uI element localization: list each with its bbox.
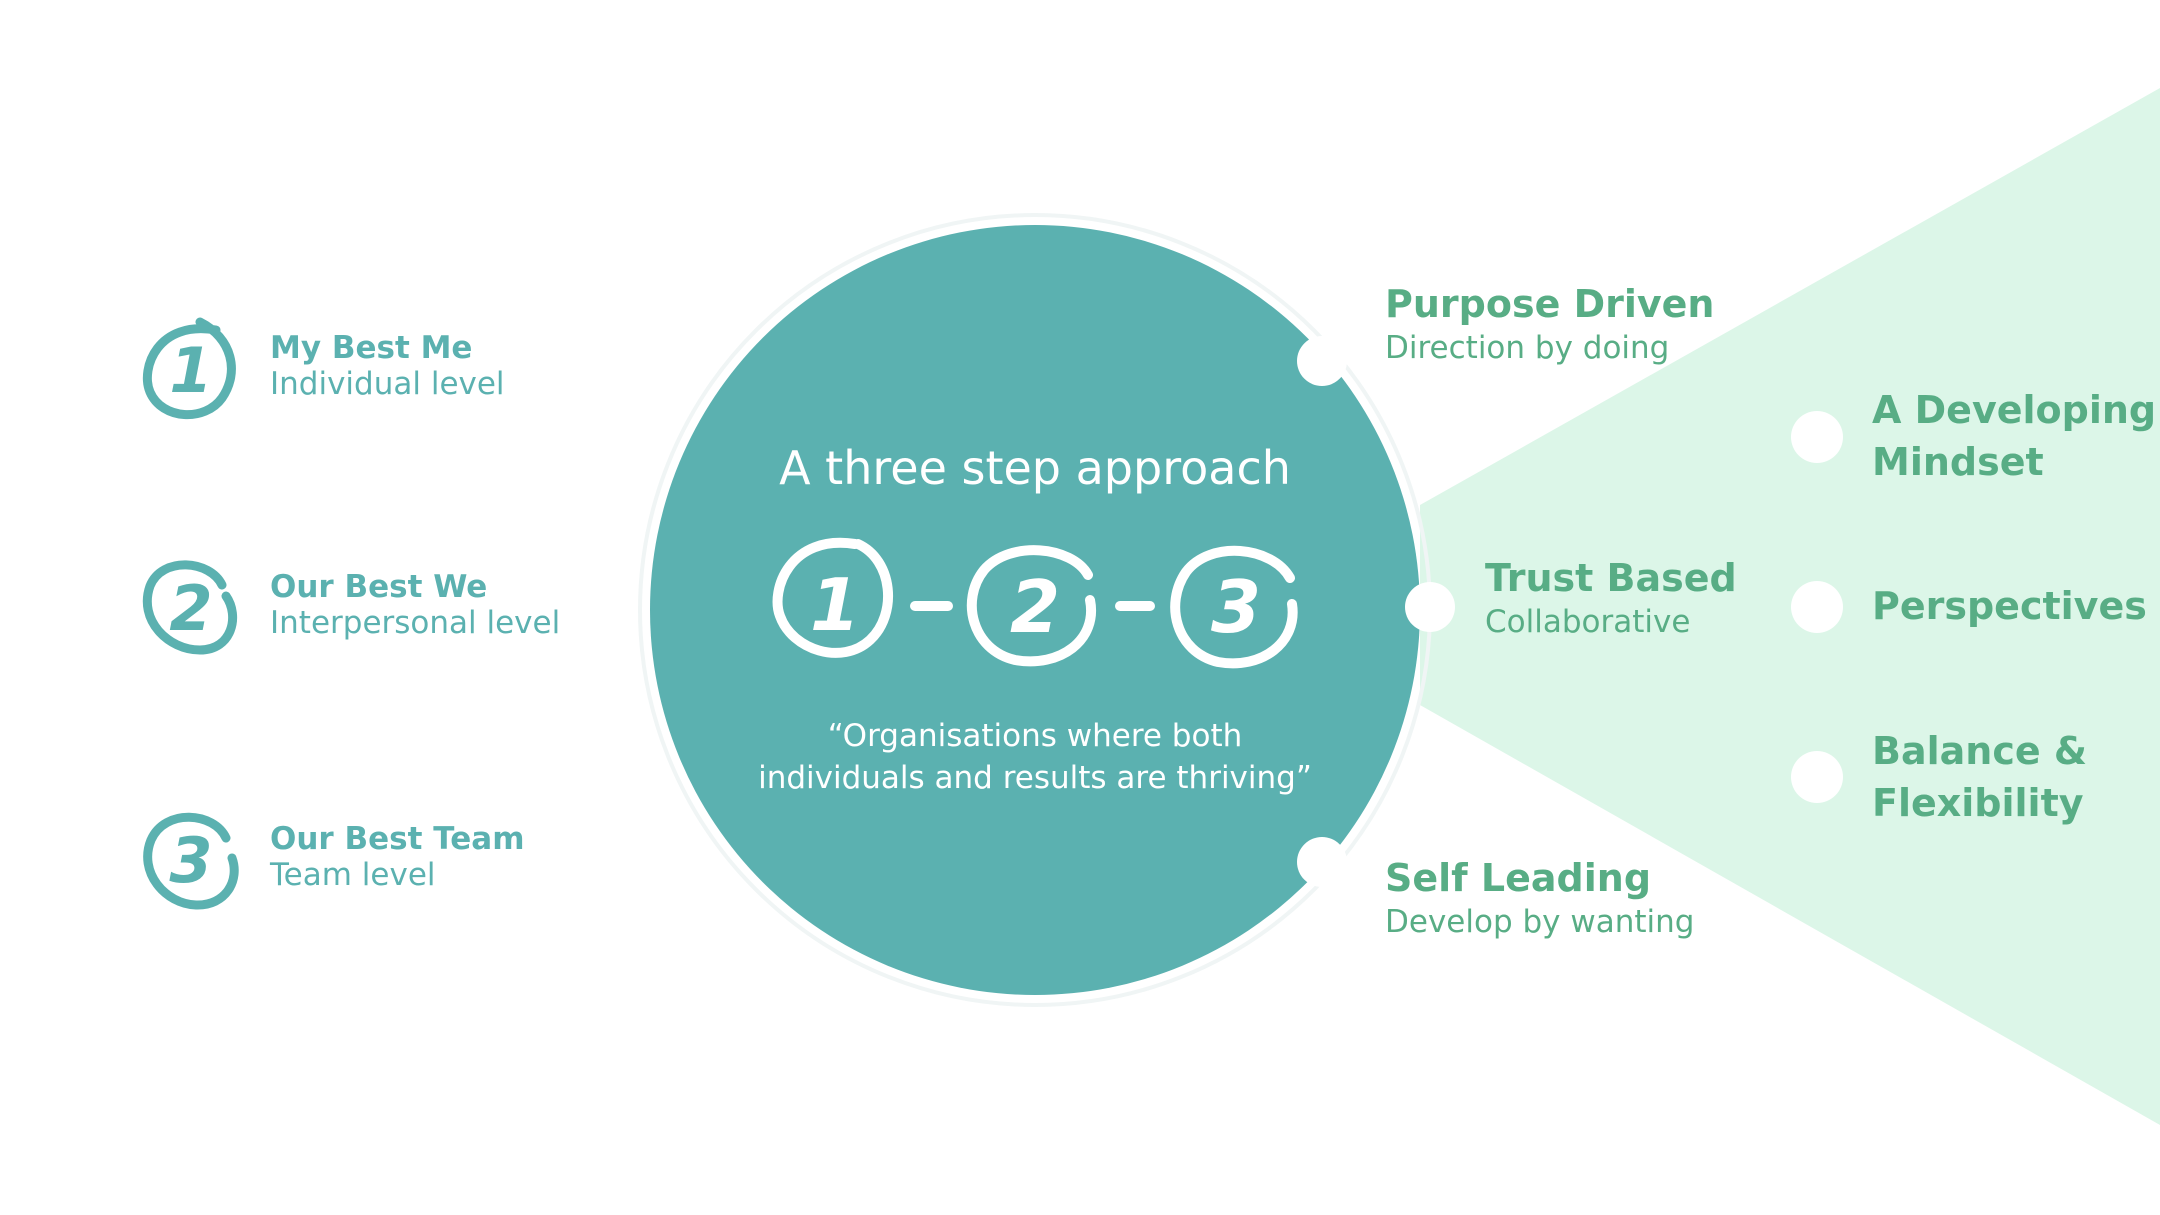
approach-quote-line-2: individuals and results are thriving” [758, 760, 1312, 796]
trust-item-mindset-line-2: Mindset [1872, 440, 2044, 484]
trust-item-balance-line-2: Flexibility [1872, 781, 2084, 825]
center-step-1-icon: 1 [772, 537, 894, 658]
step-3: Our Best Team Team level [270, 821, 525, 893]
trust-item-balance-line-1: Balance & [1872, 729, 2087, 773]
item-dot-mindset [1791, 411, 1843, 463]
pillar-purpose-title: Purpose Driven [1385, 282, 1715, 326]
trust-item-balance: Balance & Flexibility [1872, 725, 2087, 829]
approach-title: A three step approach [779, 441, 1291, 495]
step-3-title: Our Best Team [270, 821, 525, 857]
step-2-badge-icon: 2 [142, 560, 238, 655]
pillar-self: Self Leading Develop by wanting [1385, 856, 1694, 940]
pillar-purpose-subtitle: Direction by doing [1385, 330, 1670, 366]
step-1-badge-number: 1 [169, 334, 212, 407]
step-2-title: Our Best We [270, 569, 488, 605]
step-1: My Best Me Individual level [270, 330, 505, 402]
trust-cone [1420, 88, 2160, 1125]
step-1-badge-icon: 1 [142, 317, 236, 420]
step-3-badge-number: 3 [169, 824, 212, 897]
step-1-title: My Best Me [270, 330, 473, 366]
item-dot-perspectives [1791, 581, 1843, 633]
pillar-self-title: Self Leading [1385, 856, 1652, 900]
approach-circle [650, 225, 1420, 995]
step-2-badge-number: 2 [169, 572, 212, 645]
center-step-2-icon: 2 [966, 545, 1097, 667]
pillar-self-subtitle: Develop by wanting [1385, 904, 1695, 940]
step-2-subtitle: Interpersonal level [270, 605, 561, 641]
approach-quote-line-1: “Organisations where both [827, 718, 1243, 754]
connector-dot-self [1297, 837, 1347, 887]
connector-dot-trust [1405, 582, 1455, 632]
center-step-2-number: 2 [1010, 565, 1060, 649]
center-sequence: 1 2 3 [772, 537, 1298, 669]
pillar-trust: Trust Based Collaborative [1485, 556, 1737, 640]
center-step-3-number: 3 [1211, 565, 1261, 649]
center-step-1-number: 1 [810, 563, 860, 647]
connector-dot-purpose [1297, 336, 1347, 386]
step-2: Our Best We Interpersonal level [270, 569, 560, 641]
trust-item-perspectives: Perspectives [1872, 580, 2147, 632]
trust-item-perspectives-line-1: Perspectives [1872, 584, 2147, 628]
step-3-subtitle: Team level [270, 857, 436, 893]
pillar-purpose: Purpose Driven Direction by doing [1385, 282, 1714, 366]
trust-item-mindset-line-1: A Developing [1872, 388, 2157, 432]
pillar-trust-subtitle: Collaborative [1485, 604, 1691, 640]
step-1-subtitle: Individual level [270, 366, 505, 402]
step-3-badge-icon: 3 [143, 812, 239, 910]
item-dot-balance [1791, 751, 1843, 803]
center-step-3-icon: 3 [1170, 545, 1298, 669]
approach-quote: “Organisations where both individuals an… [645, 715, 1425, 799]
trust-item-mindset: A Developing Mindset [1872, 384, 2156, 488]
pillar-trust-title: Trust Based [1485, 556, 1737, 600]
